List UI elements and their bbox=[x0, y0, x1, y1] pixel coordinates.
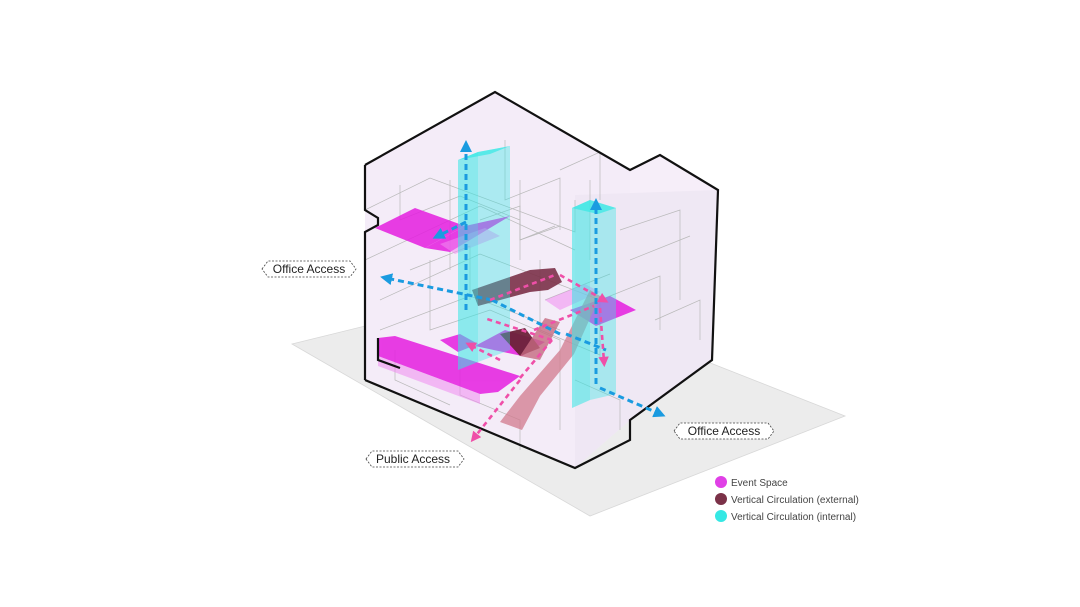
legend-label-event-space: Event Space bbox=[731, 478, 788, 489]
office-access-right-tag: Office Access bbox=[673, 422, 775, 440]
public-access-arrows bbox=[465, 273, 609, 443]
legend-item-internal-circulation: Vertical Circulation (internal) bbox=[715, 510, 856, 523]
building-outline bbox=[364, 90, 720, 470]
legend-label-internal-circulation: Vertical Circulation (internal) bbox=[731, 512, 856, 523]
public-access-tag: Public Access bbox=[365, 450, 465, 468]
legend: Event Space Vertical Circulation (extern… bbox=[715, 476, 859, 523]
public-access-label: Public Access bbox=[376, 452, 450, 466]
building-outline-left-edge bbox=[363, 165, 380, 380]
office-access-left-tag: Office Access bbox=[261, 260, 357, 278]
legend-swatch-external-circulation bbox=[715, 493, 727, 505]
building-outline-notch bbox=[376, 338, 401, 370]
legend-item-external-circulation: Vertical Circulation (external) bbox=[715, 493, 859, 506]
office-access-right-label: Office Access bbox=[688, 424, 760, 438]
legend-swatch-event-space bbox=[715, 476, 727, 488]
legend-label-external-circulation: Vertical Circulation (external) bbox=[731, 495, 859, 506]
legend-item-event-space: Event Space bbox=[715, 476, 788, 489]
legend-swatch-internal-circulation bbox=[715, 510, 727, 522]
office-access-left-label: Office Access bbox=[273, 262, 345, 276]
